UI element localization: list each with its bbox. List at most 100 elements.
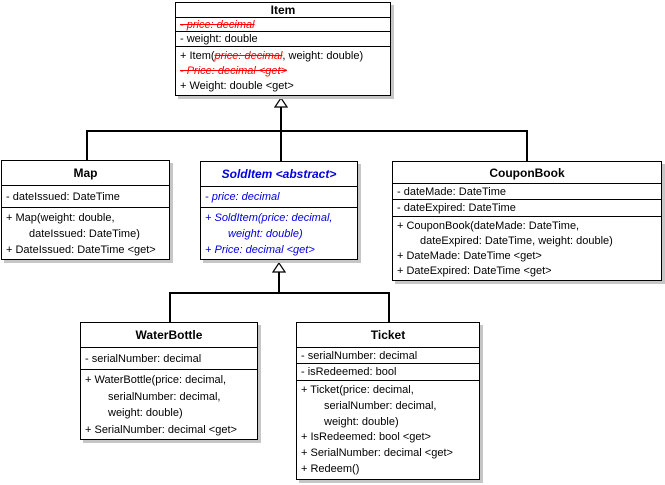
text-segment: + DateExpired: DateTime <get> <box>397 265 552 277</box>
inheritance-connector-segment[interactable] <box>278 272 280 292</box>
inheritance-connector-segment[interactable] <box>86 130 88 160</box>
class-attribute: - serialNumber: decimal <box>297 348 479 364</box>
class-box-solditem[interactable]: SoldItem <abstract> - price: decimal + Sol… <box>200 161 358 260</box>
class-title: Item <box>176 3 390 18</box>
inheritance-triangle-icon[interactable] <box>274 97 288 108</box>
class-method: + DateExpired: DateTime <get> <box>393 264 661 279</box>
class-method: + Map(weight: double, <box>2 210 169 226</box>
class-method: - Price: decimal <get> <box>176 64 390 79</box>
text-segment: + CouponBook(dateMade: DateTime, <box>397 220 580 232</box>
class-attribute: - price: decimal <box>201 187 357 207</box>
class-method: weight: double) <box>81 405 257 422</box>
class-box-ticket[interactable]: Ticket- serialNumber: decimal - isRedeeme… <box>296 322 480 480</box>
text-segment: weight: double) <box>228 228 303 240</box>
attributes-section: - price: decimal <box>201 187 357 208</box>
attributes-section: - price: decimal - weight: double <box>176 18 390 47</box>
text-segment: - serialNumber: decimal <box>301 349 418 362</box>
inheritance-connector-segment[interactable] <box>526 130 528 161</box>
inheritance-triangle-icon[interactable] <box>272 262 286 273</box>
class-method: + Weight: double <get> <box>176 79 390 94</box>
text-segment: + SoldItem(price: decimal, <box>205 212 333 224</box>
class-attribute: - weight: double <box>176 32 390 46</box>
class-attribute: - dateMade: DateTime <box>393 184 661 200</box>
text-segment: + WaterBottle(price: decimal, <box>85 374 227 386</box>
class-title: CouponBook <box>393 162 661 184</box>
class-title: SoldItem <abstract> <box>201 162 357 187</box>
text-segment: + Ticket(price: decimal, <box>301 384 414 396</box>
inheritance-connector-segment[interactable] <box>169 292 389 294</box>
attributes-section: - serialNumber: decimal <box>81 348 257 370</box>
text-segment: serialNumber: decimal, <box>324 399 437 412</box>
text-segment: + Price: decimal <get> <box>205 244 315 256</box>
text-segment: + Weight: double <get> <box>180 80 294 92</box>
class-method: + DateMade: DateTime <get> <box>393 249 661 264</box>
text-segment: - price: decimal <box>205 191 280 203</box>
class-method: + Item(price: decimal, weight: double) <box>176 49 390 64</box>
text-segment: - dateExpired: DateTime <box>397 202 516 214</box>
class-method: dateIssued: DateTime) <box>2 226 169 242</box>
class-method: + SoldItem(price: decimal, <box>201 210 357 226</box>
class-attribute: - price: decimal <box>176 18 390 32</box>
text-segment: + Map(weight: double, <box>6 212 115 224</box>
inheritance-connector-segment[interactable] <box>388 292 390 322</box>
class-box-map[interactable]: Map - dateIssued: DateTime + Map(weight: d… <box>1 160 170 260</box>
text-segment: - weight: double <box>180 33 258 45</box>
class-method: + Ticket(price: decimal, <box>297 383 479 399</box>
class-method: weight: double) <box>297 415 479 431</box>
text-segment: dateIssued: DateTime) <box>29 228 140 240</box>
class-method: weight: double) <box>201 226 357 242</box>
methods-section: + Map(weight: double, dateIssued: DateTim… <box>2 208 169 259</box>
text-segment: weight: double) <box>108 407 183 419</box>
text-segment: - serialNumber: decimal <box>85 352 202 365</box>
class-attribute: - dateExpired: DateTime <box>393 200 661 216</box>
text-segment: + Item( <box>180 50 215 62</box>
text-segment: weight: double) <box>324 415 399 428</box>
text-segment: price: decimal <box>214 50 283 62</box>
class-attribute: - dateIssued: DateTime <box>2 186 169 207</box>
inheritance-connector-segment[interactable] <box>280 130 282 161</box>
class-attribute: - isRedeemed: bool <box>297 364 479 380</box>
class-method: + Redeem() <box>297 462 479 478</box>
class-method: serialNumber: decimal, <box>81 389 257 406</box>
class-box-couponbook[interactable]: CouponBook- dateMade: DateTime - dateExpi… <box>392 161 662 281</box>
text-segment: - price: decimal <box>180 18 255 31</box>
text-segment: dateExpired: DateTime, weight: double) <box>420 235 613 247</box>
class-method: + SerialNumber: decimal <get> <box>81 422 257 439</box>
attributes-section: - dateMade: DateTime - dateExpired: DateT… <box>393 184 661 217</box>
methods-section: + WaterBottle(price: decimal, serialNumbe… <box>81 370 257 439</box>
methods-section: + CouponBook(dateMade: DateTime, dateExpi… <box>393 217 661 280</box>
class-method: + DateIssued: DateTime <get> <box>2 242 169 258</box>
inheritance-connector-segment[interactable] <box>86 130 528 132</box>
class-method: + Price: decimal <get> <box>201 242 357 258</box>
text-segment: , weight: double) <box>282 50 364 62</box>
text-segment: + DateIssued: DateTime <get> <box>6 244 156 256</box>
text-segment: + SerialNumber: decimal <get> <box>301 447 453 460</box>
text-segment: - isRedeemed: bool <box>301 366 397 378</box>
class-method: + IsRedeemed: bool <get> <box>297 430 479 446</box>
class-box-item[interactable]: Item- price: decimal - weight: double + It… <box>175 2 391 96</box>
class-method: + CouponBook(dateMade: DateTime, <box>393 219 661 234</box>
text-segment: - dateIssued: DateTime <box>6 190 120 203</box>
text-segment: + IsRedeemed: bool <get> <box>301 431 431 444</box>
attributes-section: - dateIssued: DateTime <box>2 186 169 208</box>
methods-section: + SoldItem(price: decimal, weight: double… <box>201 208 357 259</box>
class-box-waterbottle[interactable]: WaterBottle - serialNumber: decimal + Wate… <box>80 322 258 440</box>
inheritance-connector-segment[interactable] <box>280 107 282 130</box>
class-title: Ticket <box>297 323 479 348</box>
text-segment: - Price: decimal <get> <box>180 65 287 77</box>
class-title: Map <box>2 161 169 186</box>
text-segment: + DateMade: DateTime <get> <box>397 250 542 262</box>
text-segment: + Redeem() <box>301 462 360 475</box>
text-segment: serialNumber: decimal, <box>108 390 221 403</box>
class-method: + SerialNumber: decimal <get> <box>297 446 479 462</box>
text-segment: - dateMade: DateTime <box>397 185 507 198</box>
attributes-section: - serialNumber: decimal - isRedeemed: boo… <box>297 348 479 381</box>
class-method: serialNumber: decimal, <box>297 399 479 415</box>
inheritance-connector-segment[interactable] <box>169 292 171 322</box>
methods-section: + Ticket(price: decimal, serialNumber: de… <box>297 381 479 479</box>
methods-section: + Item(price: decimal, weight: double)- … <box>176 47 390 95</box>
class-attribute: - serialNumber: decimal <box>81 348 257 369</box>
class-method: + WaterBottle(price: decimal, <box>81 372 257 389</box>
class-title: WaterBottle <box>81 323 257 348</box>
